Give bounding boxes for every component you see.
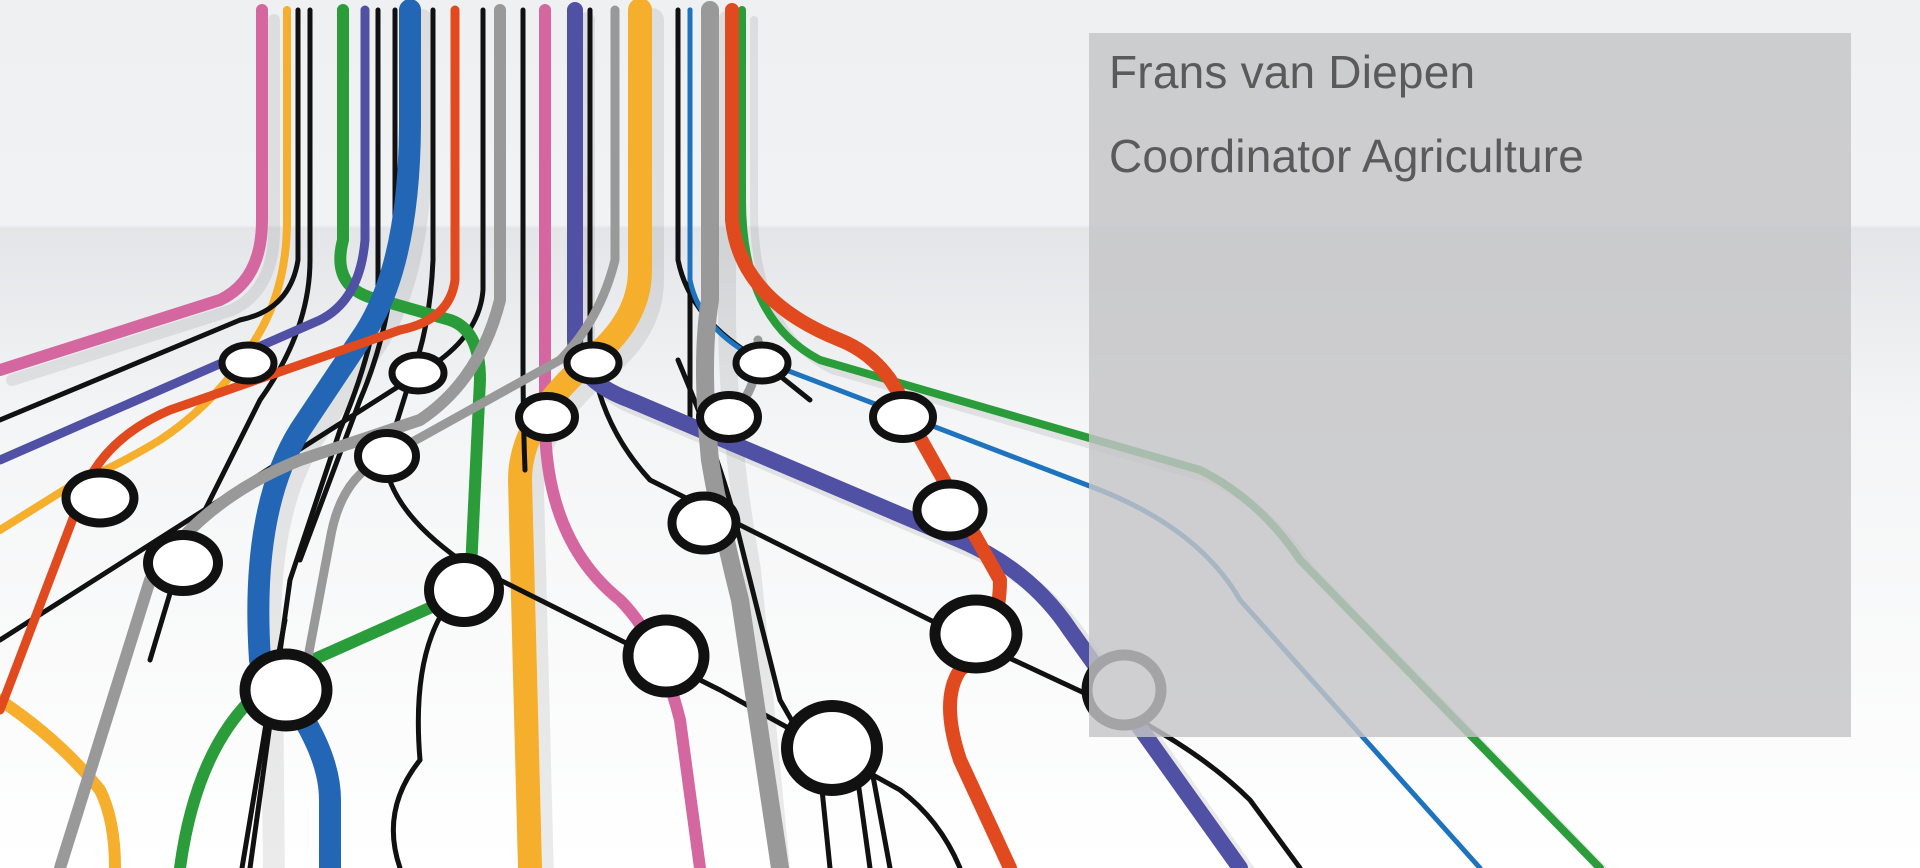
- presenter-name: Frans van Diepen: [1109, 46, 1476, 98]
- title-text-box: Frans van Diepen Coordinator Agriculture: [1089, 33, 1851, 737]
- presenter-role: Coordinator Agriculture: [1109, 130, 1585, 182]
